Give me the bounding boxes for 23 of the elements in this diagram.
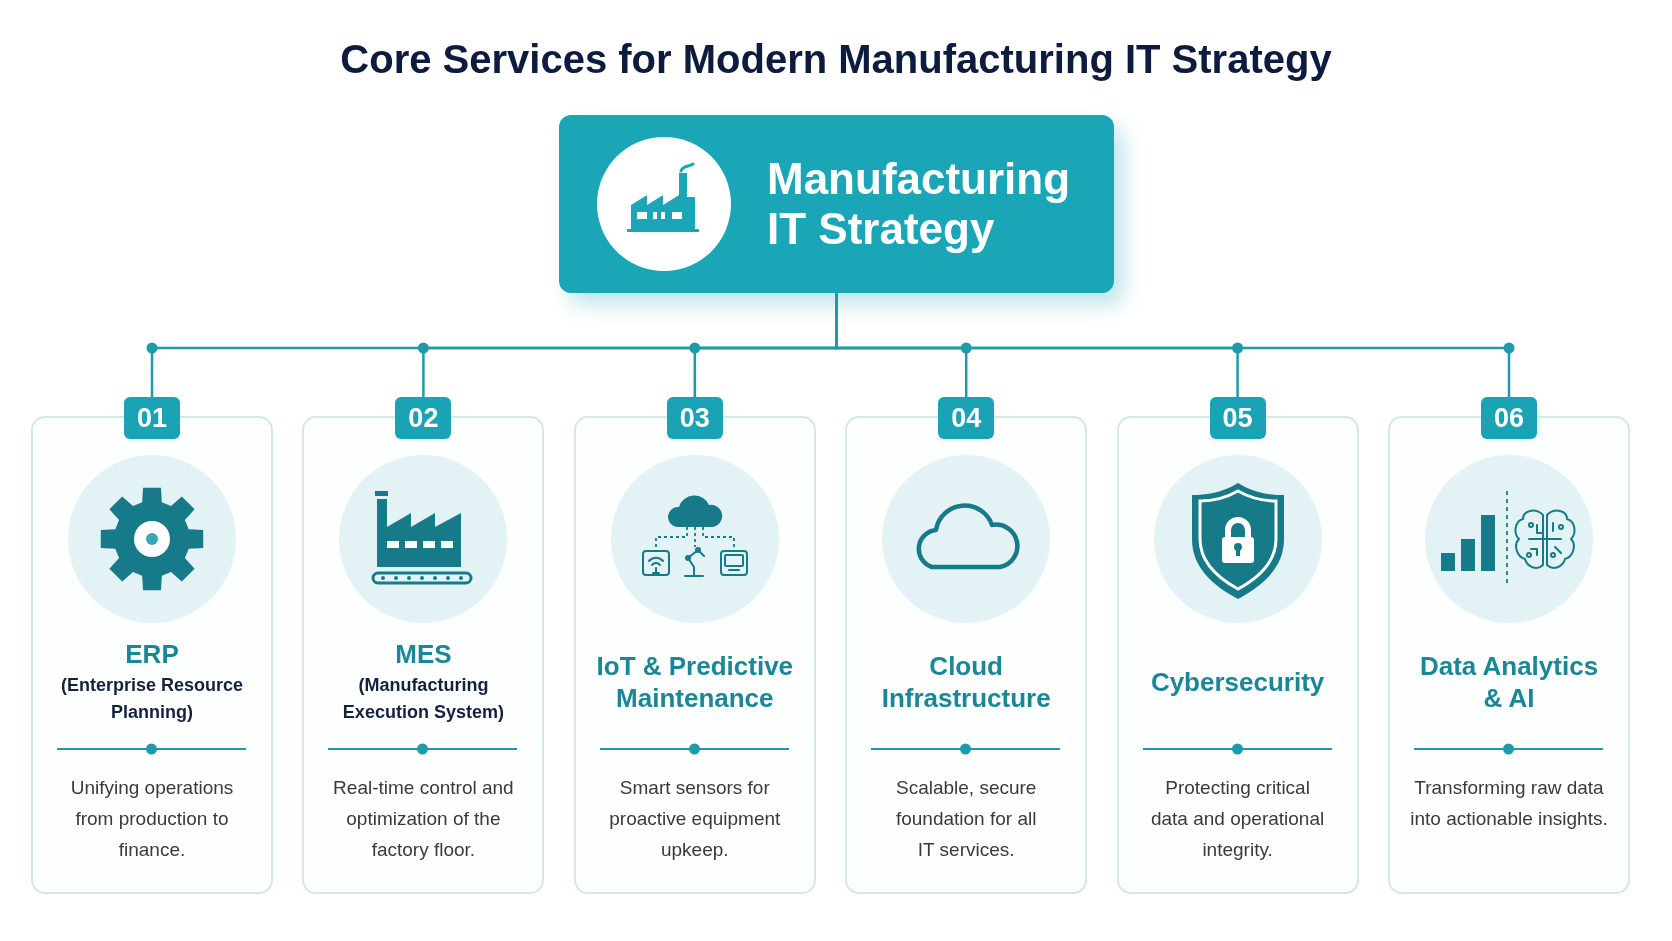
number-badge: 01 xyxy=(124,397,180,439)
number-badge: 02 xyxy=(395,397,452,439)
service-description: Unifying operations from production to finance. xyxy=(69,776,235,862)
service-title: Cybersecurity xyxy=(1150,666,1325,698)
service-description: Transforming raw data into actionable insights. xyxy=(1409,776,1609,831)
service-title: MES xyxy=(395,638,452,670)
service-subtitle: (Manufacturing Execution System) xyxy=(341,674,505,724)
service-description: Scalable, secure foundation for all IT services. xyxy=(894,776,1038,862)
service-title: IoT & Predictive Maintenance xyxy=(595,650,795,714)
service-title: Cloud Infrastructure xyxy=(880,650,1052,714)
diagram-title: Core Services for Modern Manufacturing IT Strategy xyxy=(339,36,1333,83)
service-description: Smart sensors for proactive equipment upkeep. xyxy=(608,776,782,862)
number-badge: 03 xyxy=(666,397,723,439)
service-description: Protecting critical data and operational integrity. xyxy=(1149,776,1326,862)
number-badge: 05 xyxy=(1209,397,1266,439)
service-description: Real-time control and optimization of the factory floor. xyxy=(332,776,515,862)
service-subtitle: (Enterprise Resource Planning) xyxy=(59,674,245,724)
strategy-box xyxy=(559,115,1114,293)
service-title: Data Analytics & AI xyxy=(1418,650,1600,714)
service-title: ERP xyxy=(125,638,179,670)
strategy-title: Manufacturing IT Strategy xyxy=(767,154,1072,254)
number-badge: 04 xyxy=(938,397,995,439)
number-badge: 06 xyxy=(1481,397,1537,439)
